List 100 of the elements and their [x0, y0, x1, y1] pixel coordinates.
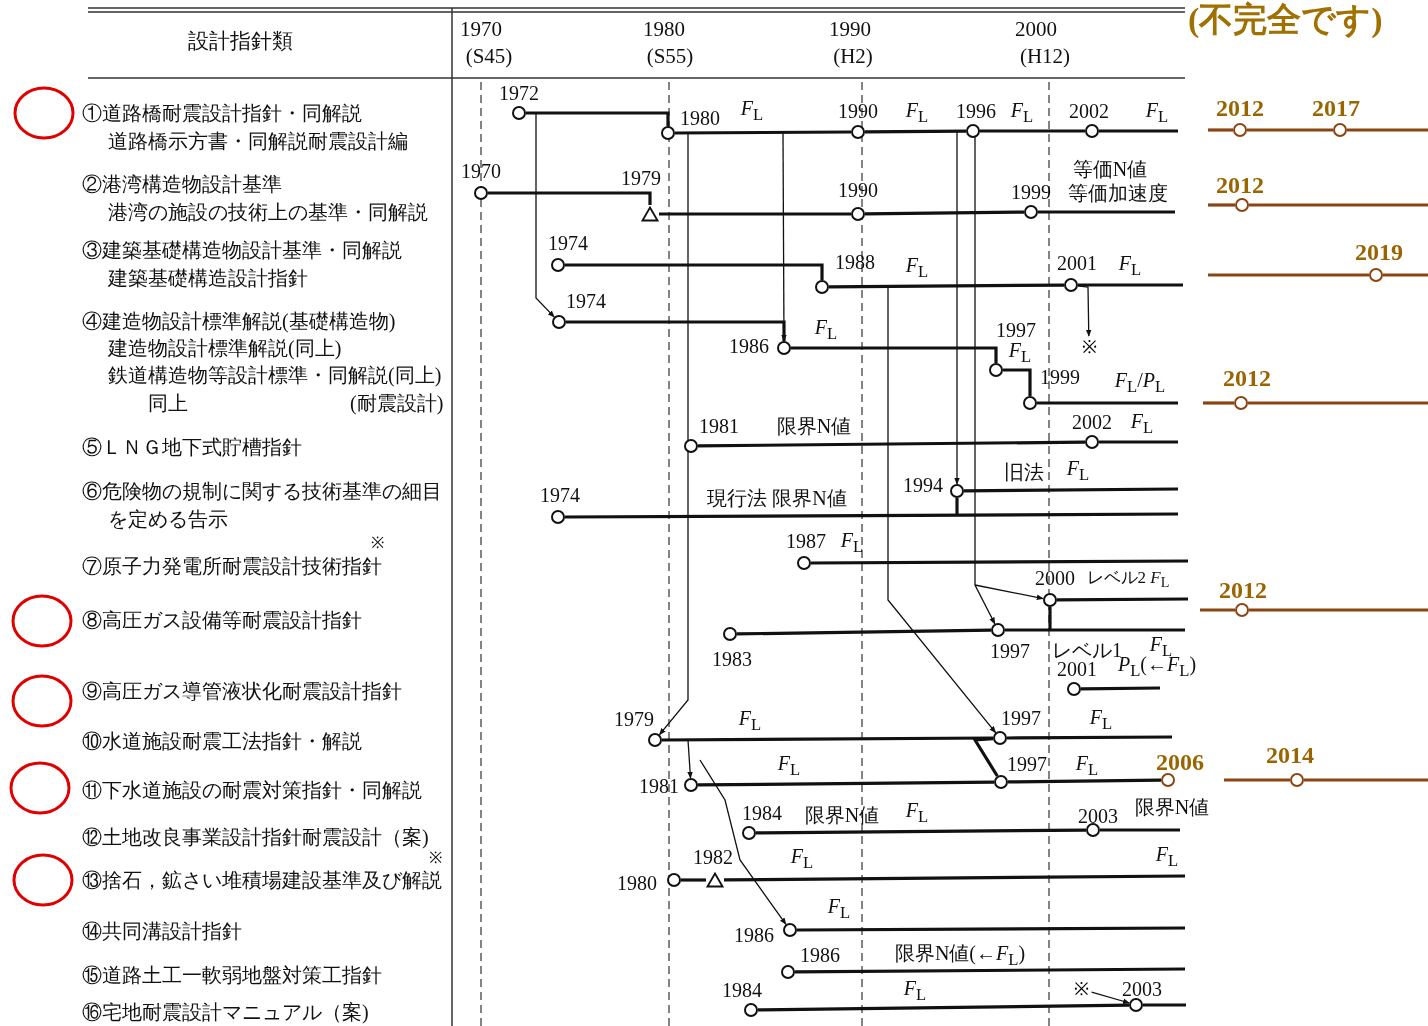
timeline-bar [1345, 128, 1428, 132]
timeline-bar [563, 263, 824, 280]
year-marker [1161, 773, 1175, 787]
year-label: 1994 [903, 474, 943, 496]
timeline-bar [863, 129, 966, 134]
value-label: F$_{L}$ [1118, 252, 1142, 280]
year-label: 1999 [1011, 181, 1051, 203]
year-marker [1023, 396, 1037, 410]
year-label: 1986 [800, 944, 840, 966]
triangle-marker [641, 206, 659, 222]
value-label: F$_{L}$/P$_{L}$ [1114, 369, 1166, 397]
timeline-bar [1006, 778, 1161, 784]
year-marker [744, 1003, 758, 1017]
era-header: (H2) [833, 45, 873, 69]
year-marker [1235, 198, 1249, 212]
year-label: 2001 [1057, 658, 1097, 680]
year-marker [994, 775, 1008, 789]
timeline-bar [1247, 608, 1428, 612]
timeline-bar [1208, 203, 1235, 207]
value-label: F$_{L}$ [840, 529, 864, 557]
value-label: F$_{L}$ [905, 254, 929, 282]
arrow [1077, 285, 1092, 337]
year-label: 1980 [617, 872, 657, 894]
year-label: 1980 [680, 107, 720, 129]
timeline-bar [789, 346, 998, 363]
year-label: 1979 [614, 708, 654, 730]
timeline-bar [962, 487, 1178, 493]
timeline-bar [486, 191, 652, 205]
value-label: F$_{L}$ [1066, 457, 1090, 485]
year-marker [950, 484, 964, 498]
year-label: 2000 [1035, 567, 1075, 589]
year-marker [1085, 124, 1099, 138]
value-label: F$_{L}$ [1010, 99, 1034, 127]
timeline-bar [735, 628, 992, 636]
year-header: 2000 [1015, 18, 1057, 42]
value-label: 限界N値 [1134, 796, 1210, 818]
year-label: 1984 [742, 802, 782, 824]
timeline-bar [1076, 283, 1183, 287]
year-label: 1987 [786, 530, 826, 552]
year-marker [993, 731, 1007, 745]
annotation-year: 2012 [1216, 94, 1264, 122]
arrow [525, 112, 555, 318]
year-header: 1990 [829, 18, 871, 42]
value-label: F$_{L}$ [905, 99, 929, 127]
year-label: 1990 [838, 100, 878, 122]
timeline-bar [1247, 203, 1428, 207]
value-label: 現行法 限界N値 [707, 487, 847, 509]
timeline-bar [1245, 128, 1333, 132]
value-label: F$_{L}$ [903, 977, 927, 1005]
year-marker [851, 207, 865, 221]
year-marker [474, 186, 488, 200]
year-label: 1996 [956, 100, 996, 122]
year-marker [1129, 998, 1143, 1012]
year-marker [1024, 205, 1038, 219]
note-mark: ※ [1073, 980, 1089, 998]
guideline-name: (耐震設計) [350, 392, 444, 414]
year-marker [989, 363, 1003, 377]
timeline-bar [863, 210, 1024, 216]
column-header: 設計指針類 [187, 30, 293, 54]
year-label: 1981 [639, 775, 679, 797]
year-marker [661, 126, 675, 140]
arrow [1090, 991, 1130, 1004]
year-label: 1974 [540, 484, 580, 506]
year-label: 2003 [1122, 978, 1162, 1000]
year-label: 1974 [566, 290, 606, 312]
timeline-bar [1036, 210, 1175, 214]
year-marker [1085, 435, 1099, 449]
timeline-bar [809, 559, 1188, 565]
arrow [699, 759, 787, 925]
timeline-bar [1208, 128, 1233, 132]
value-label: F$_{L}$ [1089, 706, 1113, 734]
timeline-bar [1035, 401, 1178, 405]
timeline-bar [978, 129, 1085, 133]
year-marker [667, 873, 681, 887]
timeline-bar [1302, 778, 1428, 782]
year-marker [1235, 603, 1249, 617]
annotation-year: 2017 [1312, 94, 1360, 122]
timeline-bar [1208, 273, 1369, 277]
year-label: 1990 [838, 179, 878, 201]
year-marker [1369, 268, 1383, 282]
year-marker [512, 106, 526, 120]
timeline-bar [793, 967, 1185, 974]
year-marker [742, 826, 756, 840]
value-label: 限界N値 [776, 415, 852, 437]
guideline-name: ⑭共同溝設計指針 [82, 920, 242, 942]
timeline-bar [1048, 605, 1052, 631]
timeline-bar [1246, 401, 1428, 405]
era-header: (S45) [465, 45, 513, 69]
era-header: (S55) [646, 45, 694, 69]
year-marker [991, 623, 1005, 637]
value-label: 限界N値(←F$_{L}$) [894, 942, 1026, 970]
year-label: 1972 [499, 82, 539, 104]
annotation-year: 2012 [1216, 171, 1264, 199]
arrow [887, 286, 997, 734]
timeline-bar [1079, 686, 1160, 691]
arrow [661, 739, 693, 779]
value-label: F$_{L}$ [738, 707, 762, 735]
arrow [781, 132, 787, 342]
year-header: 1970 [460, 18, 502, 42]
guideline-name: ⑫土地改良事業設計指針耐震設計（案) [82, 826, 429, 848]
